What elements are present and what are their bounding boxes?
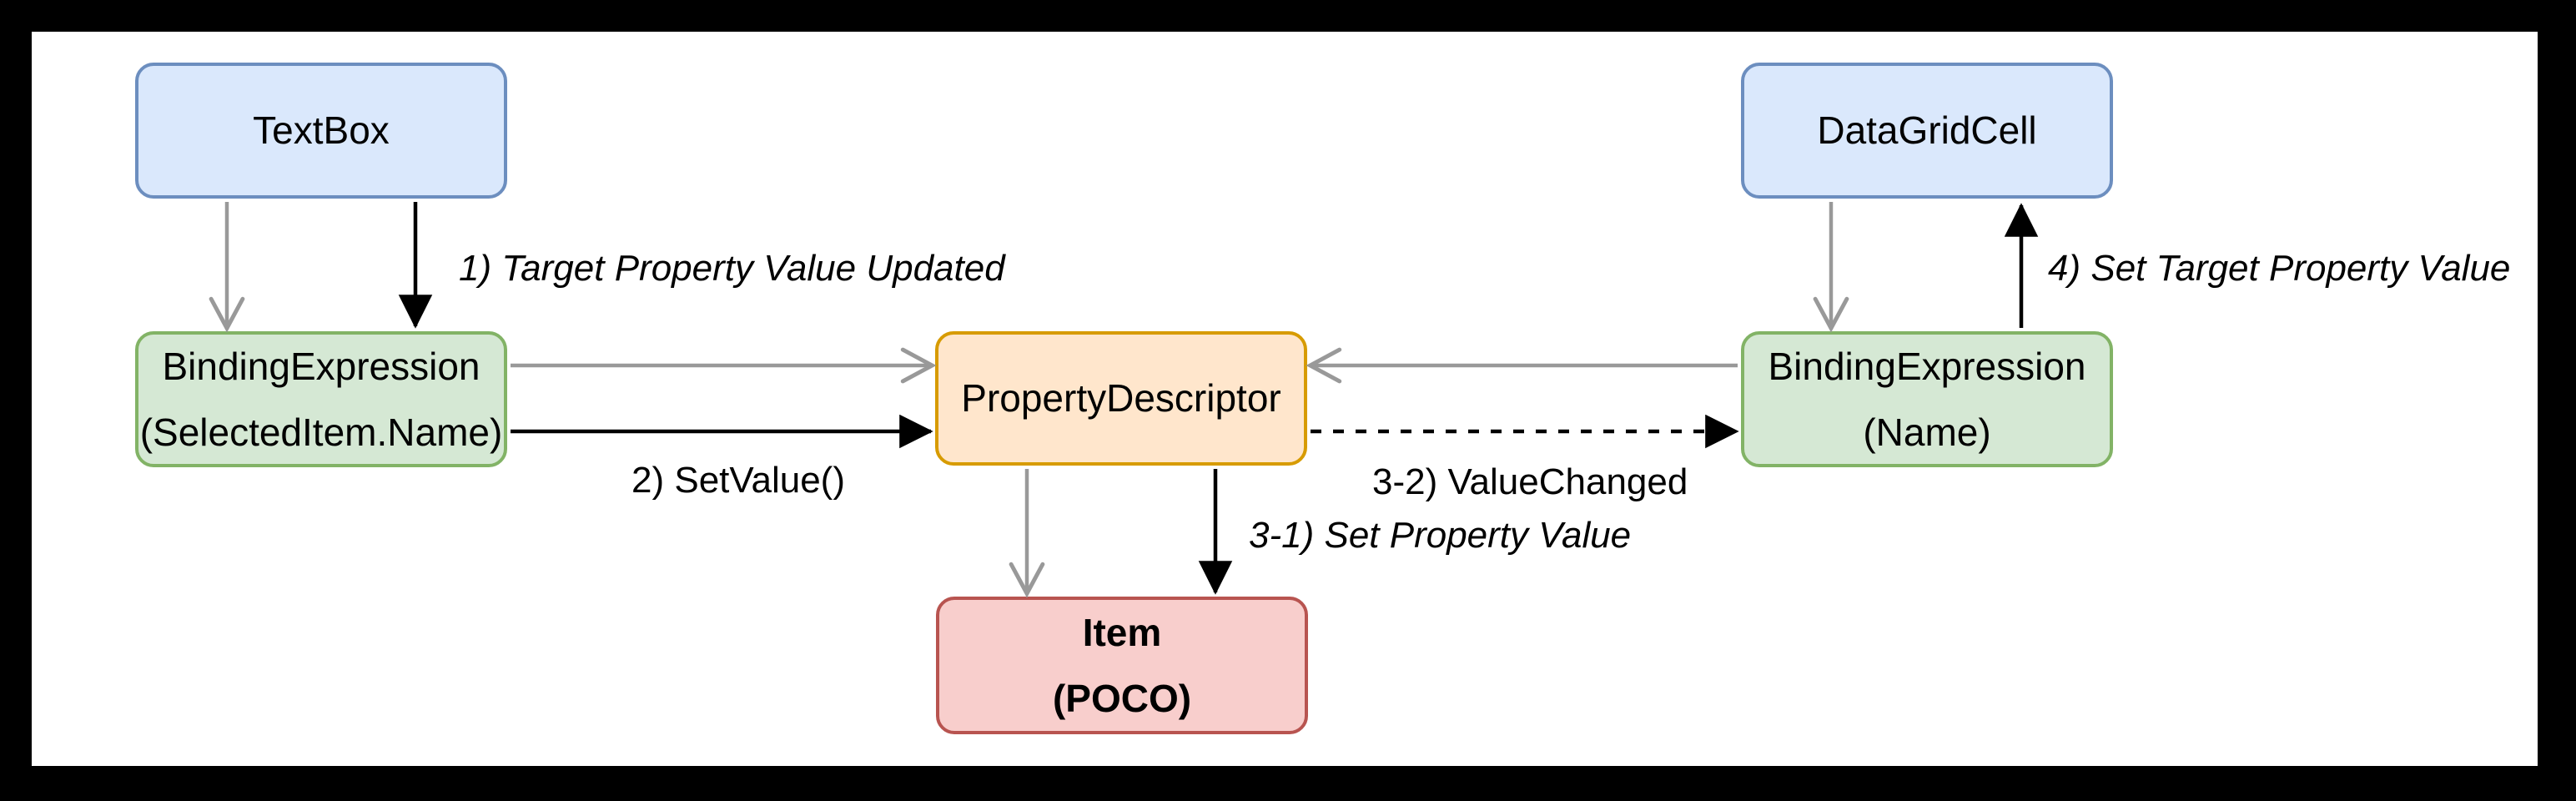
node-propertydescriptor-label: PropertyDescriptor: [961, 376, 1281, 421]
edge-label-step4: 4) Set Target Property Value: [2048, 248, 2511, 289]
node-bindingexpression-name: BindingExpression (Name): [1741, 331, 2113, 467]
edge-label-step3-1: 3-1) Set Property Value: [1249, 515, 1632, 556]
node-textbox-label: TextBox: [253, 108, 390, 153]
node-bindingexpression-name-line1: BindingExpression: [1768, 345, 2086, 389]
node-bindingexpression-selecteditem-line2: (SelectedItem.Name): [139, 410, 503, 454]
node-datagridcell: DataGridCell: [1741, 63, 2113, 199]
edge-label-step1: 1) Target Property Value Updated: [459, 248, 1005, 289]
node-bindingexpression-selecteditem: BindingExpression (SelectedItem.Name): [135, 331, 507, 467]
edge-label-step3-2: 3-2) ValueChanged: [1372, 461, 1688, 502]
edge-label-step2: 2) SetValue(): [631, 460, 845, 501]
node-datagridcell-label: DataGridCell: [1817, 108, 2037, 153]
node-propertydescriptor: PropertyDescriptor: [935, 331, 1307, 466]
node-item-poco-line1: Item: [1082, 611, 1162, 655]
node-bindingexpression-name-line2: (Name): [1863, 410, 1991, 454]
node-item-poco-line2: (POCO): [1052, 676, 1192, 720]
node-bindingexpression-selecteditem-line1: BindingExpression: [162, 345, 480, 389]
node-item-poco: Item (POCO): [936, 597, 1308, 734]
node-textbox: TextBox: [135, 63, 507, 199]
